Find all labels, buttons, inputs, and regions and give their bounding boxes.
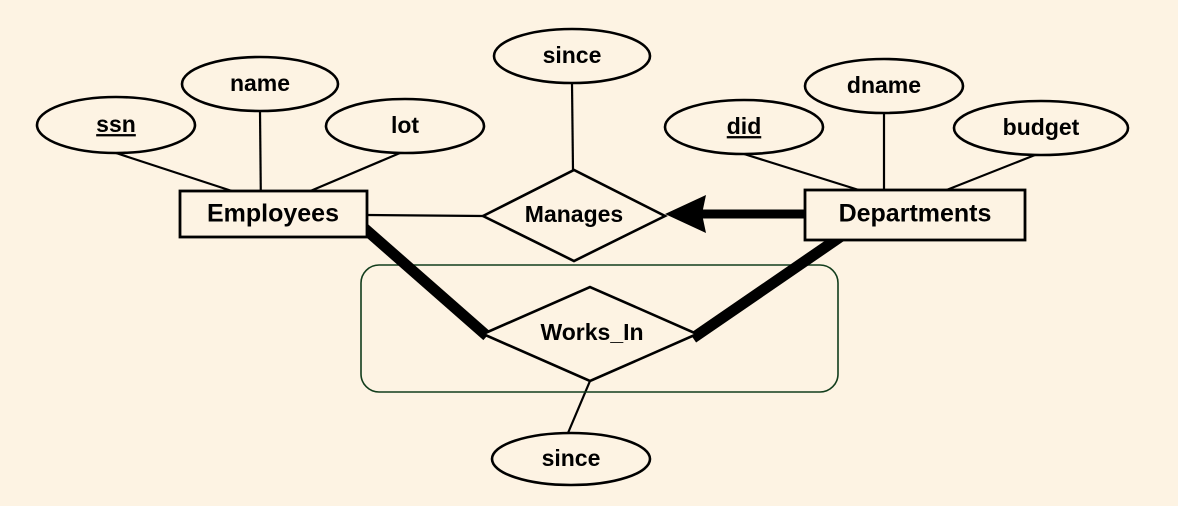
edge-layer-thin xyxy=(115,82,1036,434)
attribute-ssn-ellipse[interactable] xyxy=(35,95,197,155)
attribute-dname-label: dname xyxy=(847,72,921,98)
entity-employees-label: Employees xyxy=(207,200,339,228)
attribute-lot-ellipse[interactable] xyxy=(324,97,486,155)
relationship-manages-label: Manages xyxy=(525,201,623,227)
entity-departments-label: Departments xyxy=(839,200,992,228)
attribute-did-ellipse[interactable] xyxy=(663,98,825,156)
edge-employees-works-in xyxy=(360,223,491,341)
edge-since-manages xyxy=(570,82,575,172)
attribute-budget[interactable]: budget xyxy=(952,99,1130,157)
edge-works-in-since xyxy=(566,380,592,434)
relationship-manages-diamond[interactable] xyxy=(480,168,668,263)
attribute-dname-ellipse[interactable] xyxy=(803,57,965,115)
attribute-name-ellipse[interactable] xyxy=(180,55,340,113)
works-in-boundary xyxy=(360,264,839,393)
entity-employees-box[interactable] xyxy=(178,189,369,239)
entity-departments-box[interactable] xyxy=(803,188,1027,242)
relationship-works-in-label: Works_In xyxy=(540,319,643,345)
edge-budget-departments xyxy=(943,153,1036,193)
attribute-budget-ellipse[interactable] xyxy=(952,99,1130,157)
arrowhead-icon xyxy=(665,195,706,233)
relationship-works-in[interactable]: Works_In xyxy=(479,285,701,383)
attribute-lot[interactable]: lot xyxy=(324,97,486,155)
attribute-lot-label: lot xyxy=(391,112,419,138)
attribute-since-works-in-ellipse[interactable] xyxy=(490,431,652,487)
edge-ssn-employees xyxy=(115,151,236,194)
entity-departments[interactable]: Departments xyxy=(803,188,1027,242)
attribute-dname[interactable]: dname xyxy=(803,57,965,115)
attribute-did-label: did xyxy=(727,113,762,139)
edge-did-departments xyxy=(743,152,863,193)
attribute-since-works-in-label: since xyxy=(542,445,601,471)
attribute-ssn-label: ssn xyxy=(96,111,136,137)
relationship-works-in-diamond[interactable] xyxy=(479,285,701,383)
attribute-ssn[interactable]: ssn xyxy=(35,95,197,155)
attribute-since-manages-ellipse[interactable] xyxy=(492,27,652,85)
edge-departments-manages xyxy=(665,195,805,233)
relationship-manages[interactable]: Manages xyxy=(480,168,668,263)
entity-employees[interactable]: Employees xyxy=(178,189,369,239)
attribute-since-manages-label: since xyxy=(543,42,602,68)
attribute-name-label: name xyxy=(230,70,290,96)
attribute-did[interactable]: did xyxy=(663,98,825,156)
edge-departments-works-in xyxy=(689,230,847,343)
edge-lot-employees xyxy=(307,151,401,194)
attribute-since-manages[interactable]: since xyxy=(492,27,652,85)
edge-layer-thick xyxy=(360,223,847,343)
attribute-name[interactable]: name xyxy=(180,55,340,113)
attribute-since-works-in[interactable]: since xyxy=(490,431,652,487)
edge-employees-manages xyxy=(366,213,484,218)
attribute-budget-label: budget xyxy=(1003,114,1080,140)
